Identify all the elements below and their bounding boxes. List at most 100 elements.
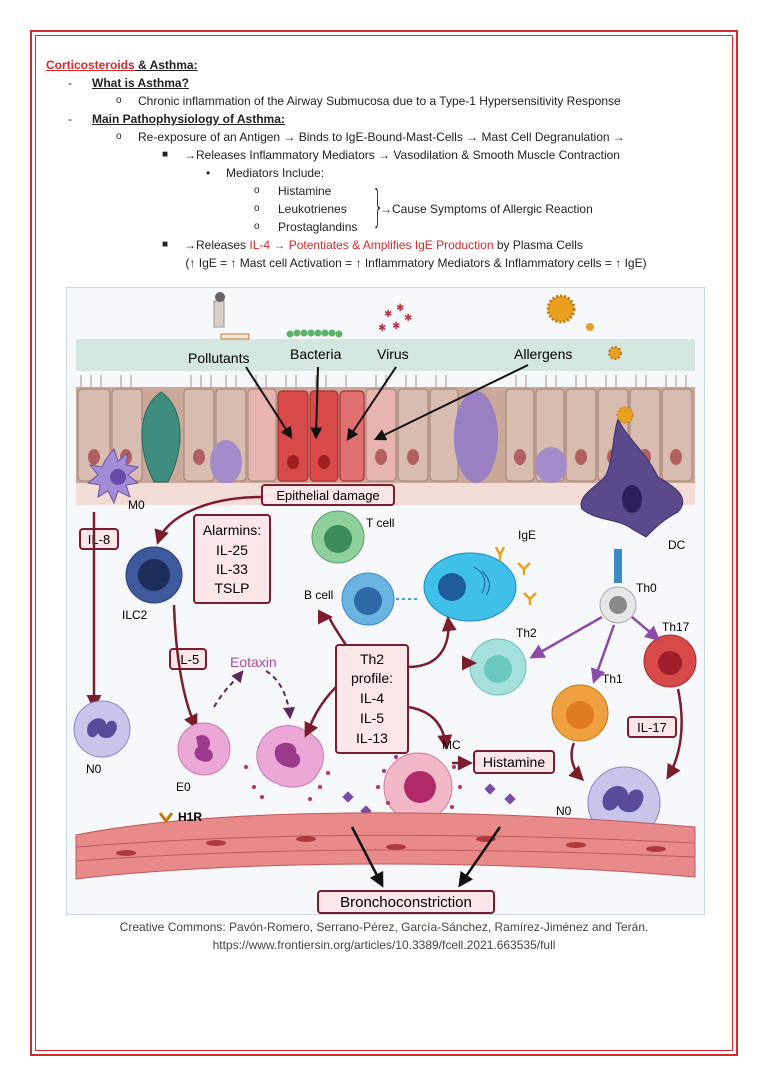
mediator-label: Leukotrienes bbox=[278, 202, 347, 216]
label-mc: MC bbox=[442, 738, 461, 752]
th1-cell bbox=[551, 684, 609, 742]
th2-profile-line: IL-13 bbox=[356, 730, 388, 746]
answer-what-is-asthma: o Chronic inflammation of the Airway Sub… bbox=[46, 92, 726, 110]
th2-profile-box bbox=[335, 644, 409, 754]
mediators-effect: →Cause Symptoms of Allergic Reaction bbox=[380, 202, 593, 216]
heading-rest: & Asthma: bbox=[134, 58, 198, 72]
circle-bullet: o bbox=[254, 221, 260, 232]
summary-line: (↑ IgE = ↑ Mast cell Activation = ↑ Infl… bbox=[185, 256, 647, 270]
epithelial-damage-box bbox=[261, 484, 395, 506]
step-text: →Releases Inflammatory Mediators → Vasod… bbox=[184, 148, 620, 162]
answer-text: Chronic inflammation of the Airway Submu… bbox=[138, 94, 621, 108]
th2-profile-line: Th2 bbox=[360, 651, 384, 667]
bacteria-icon bbox=[286, 329, 343, 338]
macrophage-cell bbox=[86, 447, 140, 505]
ilc2-cell bbox=[125, 546, 183, 604]
pollutants-icon bbox=[213, 292, 250, 340]
question-label: What is Asthma? bbox=[92, 76, 189, 90]
arrow-th0-to-th2 bbox=[529, 615, 603, 659]
label-t-cell: T cell bbox=[366, 516, 394, 530]
arrow-il17-to-n0 bbox=[666, 688, 683, 780]
intraepithelial-cell bbox=[454, 391, 498, 483]
circle-bullet: o bbox=[116, 95, 122, 106]
notes-heading: Corticosteroids & Asthma: bbox=[46, 56, 726, 74]
arrow-eotaxin-right bbox=[265, 670, 296, 720]
arrow-th1-to-n0 bbox=[568, 742, 585, 782]
label-ilc2: ILC2 bbox=[122, 608, 148, 622]
trigger-pollutants: Pollutants bbox=[188, 350, 249, 366]
mediators-heading: • Mediators Include: bbox=[46, 164, 726, 182]
t-cell bbox=[311, 510, 365, 564]
arrow-th0-to-th17 bbox=[631, 616, 661, 641]
th2-profile-line: IL-5 bbox=[360, 710, 384, 726]
histamine-box bbox=[473, 750, 555, 774]
il8-label: IL-8 bbox=[88, 532, 110, 547]
mediators-list: o Histamine o Leukotrienes o Prostagland… bbox=[46, 181, 726, 236]
th2-profile-line: profile: bbox=[351, 670, 393, 686]
trigger-allergens: Allergens bbox=[514, 346, 572, 362]
dash-bullet: - bbox=[68, 112, 72, 126]
question-what-is-asthma: - What is Asthma? bbox=[46, 74, 726, 92]
label-ige: IgE bbox=[518, 528, 536, 542]
step-text: Re-exposure of an Antigen → Binds to IgE… bbox=[138, 130, 625, 144]
svg-text:✱: ✱ bbox=[392, 321, 400, 332]
label-b-cell: B cell bbox=[304, 588, 333, 602]
notes-section: Corticosteroids & Asthma: - What is Asth… bbox=[46, 56, 726, 272]
alarmins-title: Alarmins: bbox=[203, 522, 261, 538]
intraepithelial-cell bbox=[210, 440, 242, 484]
page-border-outer bbox=[30, 30, 738, 1056]
allergen-pollen-icon bbox=[546, 294, 622, 360]
trigger-virus: Virus bbox=[377, 346, 409, 362]
th17-cell bbox=[643, 634, 697, 688]
step-releases-il4: ■ →Releases IL-4 → Potentiates & Amplifi… bbox=[46, 236, 726, 254]
label-m0: M0 bbox=[128, 498, 145, 512]
dash-bullet: - bbox=[68, 76, 72, 90]
label-th1: Th1 bbox=[602, 672, 623, 686]
dot-bullet: • bbox=[206, 166, 211, 180]
mucus-layer bbox=[76, 339, 695, 371]
mediator-item: o Prostaglandins bbox=[46, 218, 726, 236]
th2-profile-line: IL-4 bbox=[360, 690, 384, 706]
trigger-bacteria: Bacteria bbox=[290, 346, 342, 362]
b-cell bbox=[341, 572, 395, 626]
th2-profile-arrows bbox=[304, 609, 477, 750]
alarmin-il33: IL-33 bbox=[216, 561, 248, 577]
alarmin-tslp: TSLP bbox=[214, 580, 249, 596]
heading-corticosteroids: Corticosteroids bbox=[46, 58, 135, 72]
circle-bullet: o bbox=[254, 203, 260, 214]
virus-icon: ✱✱✱ ✱✱ bbox=[378, 303, 412, 334]
activated-eosinophil bbox=[256, 725, 324, 788]
question-pathophysiology: - Main Pathophysiology of Asthma: bbox=[46, 110, 726, 128]
intraepithelial-cell bbox=[535, 447, 567, 483]
label-th0: Th0 bbox=[636, 581, 657, 595]
bronchoconstriction-box bbox=[317, 890, 495, 914]
label-e0: E0 bbox=[176, 780, 191, 794]
trigger-arrows bbox=[245, 364, 529, 441]
svg-text:✱: ✱ bbox=[378, 323, 386, 334]
arrow-th0-to-th1 bbox=[590, 624, 616, 684]
histamine-label: Histamine bbox=[483, 754, 545, 770]
svg-text:✱: ✱ bbox=[404, 313, 412, 324]
step-highlight: IL-4 → Potentiates & Amplifies IgE Produ… bbox=[249, 238, 494, 252]
step-releases-mediators: ■ →Releases Inflammatory Mediators → Vas… bbox=[46, 146, 726, 164]
mediator-label: Histamine bbox=[278, 184, 332, 198]
figure-caption-url: https://www.frontiersin.org/articles/10.… bbox=[212, 938, 556, 952]
svg-text:✱: ✱ bbox=[396, 303, 404, 314]
th2-cell bbox=[469, 638, 527, 696]
alarmin-il25: IL-25 bbox=[216, 542, 248, 558]
bronchoconstriction-arrows bbox=[350, 826, 502, 888]
h1r-receptor-icon bbox=[158, 812, 174, 824]
goblet-cell bbox=[141, 391, 181, 483]
arrow-il5-to-e0 bbox=[172, 604, 198, 730]
curly-brace: } bbox=[372, 181, 384, 232]
asthma-pathophysiology-figure: ✱✱✱ ✱✱ Pollutants Bacteria Virus Allerge… bbox=[65, 286, 706, 916]
mediator-item: o Histamine bbox=[46, 182, 726, 200]
square-bullet: ■ bbox=[162, 149, 169, 160]
step-reexposure: o Re-exposure of an Antigen → Binds to I… bbox=[46, 128, 726, 146]
il5-label: IL-5 bbox=[177, 652, 199, 667]
arrow-damage-to-ilc2 bbox=[154, 495, 263, 545]
label-n0-left: N0 bbox=[86, 762, 102, 776]
mediators-label: Mediators Include: bbox=[226, 166, 325, 180]
step-suffix: by Plasma Cells bbox=[493, 238, 583, 252]
label-th17: Th17 bbox=[662, 620, 690, 634]
